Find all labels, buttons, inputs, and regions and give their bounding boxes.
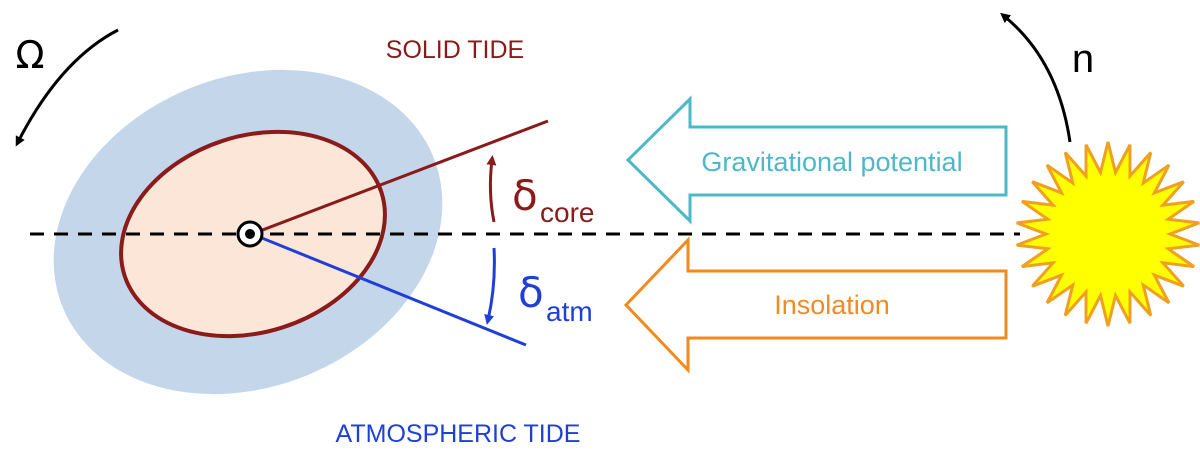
gravitational-potential-label: Gravitational potential (701, 147, 962, 177)
atmospheric-bulge-line (251, 232, 527, 347)
spin-curved-arrow-icon (15, 28, 119, 147)
n-label: n (1072, 37, 1094, 81)
delta-atm-subscript: atm (546, 296, 593, 327)
insolation-label: Insolation (774, 290, 890, 320)
gravitational-potential-arrow (625, 95, 1008, 225)
delta-core-symbol: δ (512, 171, 538, 220)
orbit-curved-arrow-icon (1000, 12, 1072, 143)
planet-center-dot (245, 229, 255, 239)
atmospheric-tide-label: ATMOSPHERIC TIDE (336, 420, 581, 448)
sun-icon (1016, 141, 1200, 327)
omega-label: Ω (15, 33, 44, 77)
delta-atm-symbol: δ (518, 268, 544, 317)
solid-tide-label: SOLID TIDE (386, 36, 524, 64)
core-bulge-line (251, 119, 549, 236)
delta-atm-arc-arrow (484, 247, 496, 325)
delta-core-arc-arrow (486, 155, 497, 223)
insolation-arrow (623, 236, 1008, 374)
delta-core-subscript: core (540, 197, 594, 228)
